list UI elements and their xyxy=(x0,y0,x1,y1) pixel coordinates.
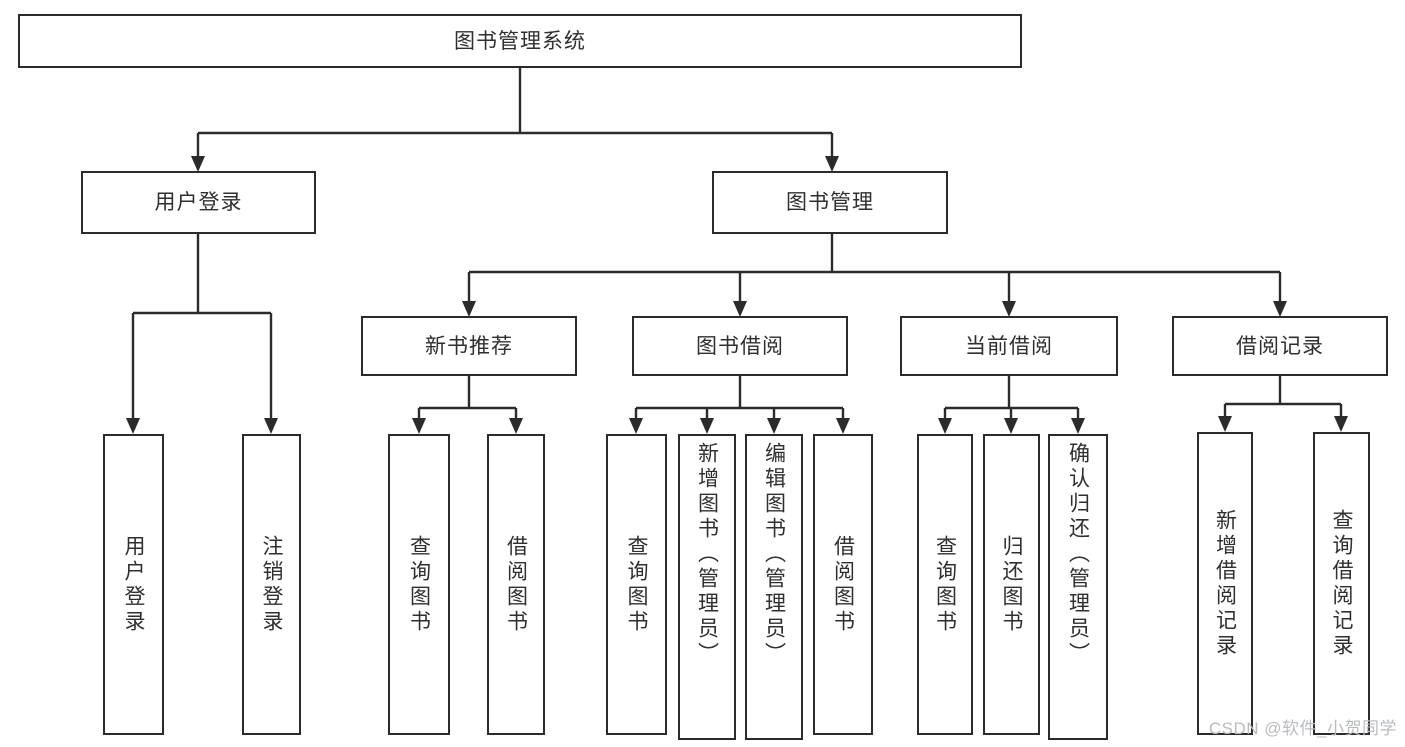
leaf-add-borrow-record[interactable]: 新增借阅记录 xyxy=(1197,432,1253,735)
leaf-edit-book-admin[interactable]: 编辑图书（管理员） xyxy=(745,434,803,740)
node-user-login[interactable]: 用户登录 xyxy=(81,171,316,234)
leaf-query-borrow-record[interactable]: 查询借阅记录 xyxy=(1313,432,1370,735)
leaf-add-borrow-record-label: 新增借阅记录 xyxy=(1213,508,1237,659)
leaf-query-book-borrow[interactable]: 查询图书 xyxy=(606,434,667,735)
node-user-login-label: 用户登录 xyxy=(154,191,243,214)
node-current-borrow-label: 当前借阅 xyxy=(965,334,1053,358)
leaf-borrow-book-label: 借阅图书 xyxy=(831,534,855,635)
leaf-query-book-borrow-label: 查询图书 xyxy=(625,534,648,635)
leaf-add-book-admin[interactable]: 新增图书（管理员） xyxy=(678,434,736,740)
leaf-user-login[interactable]: 用户登录 xyxy=(103,434,164,735)
leaf-query-book-current[interactable]: 查询图书 xyxy=(917,434,973,735)
node-root-label: 图书管理系统 xyxy=(454,29,586,53)
leaf-user-login-label: 用户登录 xyxy=(122,534,145,635)
node-borrow-record[interactable]: 借阅记录 xyxy=(1172,316,1388,376)
leaf-logout-label: 注销登录 xyxy=(260,534,283,635)
leaf-return-book-label: 归还图书 xyxy=(1000,534,1023,635)
leaf-return-book[interactable]: 归还图书 xyxy=(983,434,1040,735)
leaf-query-book-current-label: 查询图书 xyxy=(933,534,957,635)
node-new-book-recommend-label: 新书推荐 xyxy=(425,334,513,358)
leaf-borrow-book[interactable]: 借阅图书 xyxy=(813,434,873,735)
node-current-borrow[interactable]: 当前借阅 xyxy=(900,316,1118,376)
leaf-borrow-book-recommend-label: 借阅图书 xyxy=(504,534,528,635)
node-root[interactable]: 图书管理系统 xyxy=(18,14,1022,68)
leaf-confirm-return-admin[interactable]: 确认归还（管理员） xyxy=(1048,434,1108,740)
leaf-edit-book-admin-label: 编辑图书（管理员） xyxy=(762,442,786,667)
leaf-logout[interactable]: 注销登录 xyxy=(242,434,301,735)
leaf-borrow-book-recommend[interactable]: 借阅图书 xyxy=(487,434,545,735)
node-book-management[interactable]: 图书管理 xyxy=(712,171,948,234)
node-book-borrow-label: 图书借阅 xyxy=(696,334,784,358)
leaf-add-book-admin-label: 新增图书（管理员） xyxy=(695,442,719,667)
leaf-query-borrow-record-label: 查询借阅记录 xyxy=(1330,508,1353,659)
leaf-query-book-recommend[interactable]: 查询图书 xyxy=(388,434,450,735)
node-borrow-record-label: 借阅记录 xyxy=(1236,334,1324,358)
leaf-query-book-recommend-label: 查询图书 xyxy=(407,534,431,635)
csdn-watermark: CSDN @软件_小贺同学 xyxy=(1208,719,1397,738)
node-book-management-label: 图书管理 xyxy=(786,191,874,214)
node-book-borrow[interactable]: 图书借阅 xyxy=(632,316,848,376)
leaf-confirm-return-admin-label: 确认归还（管理员） xyxy=(1066,442,1090,667)
node-new-book-recommend[interactable]: 新书推荐 xyxy=(361,316,577,376)
